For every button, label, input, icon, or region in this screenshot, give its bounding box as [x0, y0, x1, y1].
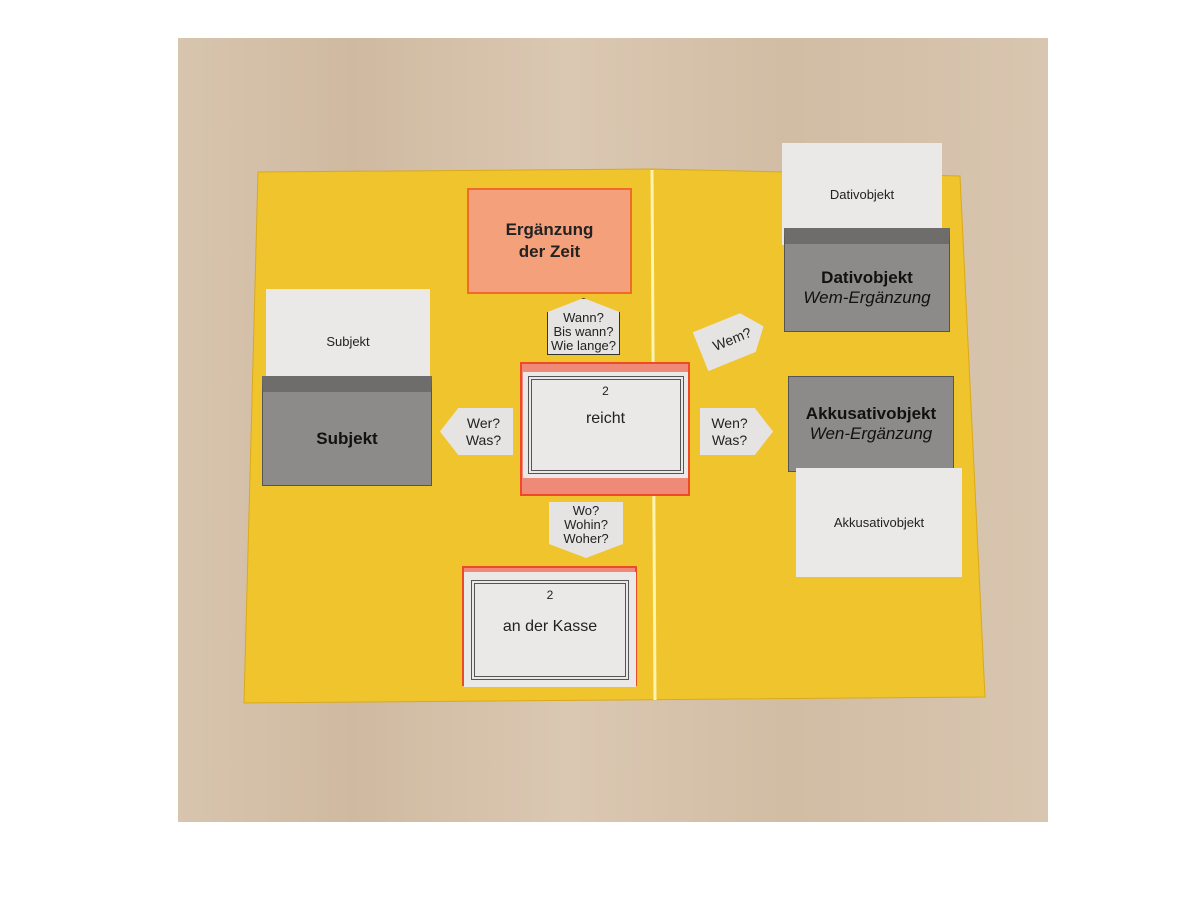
- question-text: Wen?: [711, 414, 748, 431]
- question-text: Wohin?: [564, 517, 608, 532]
- pocket-subtitle: Wem-Ergänzung: [803, 287, 931, 307]
- subject-card[interactable]: Subjekt: [266, 289, 430, 393]
- question-text: Was?: [465, 431, 502, 448]
- verb-word: reicht: [585, 410, 626, 427]
- object-question-tag[interactable]: Wen? Was?: [700, 408, 773, 455]
- verb-card-frame: 2 reicht: [527, 376, 684, 474]
- question-text: Was?: [711, 431, 748, 448]
- time-card-line1: Ergänzung: [505, 220, 594, 239]
- pocket-subtitle: Wen-Ergänzung: [809, 424, 933, 443]
- place-card[interactable]: 2 an der Kasse: [464, 572, 636, 687]
- question-text: Wem?: [710, 324, 754, 354]
- dative-pocket: Dativobjekt Wem-Ergänzung: [784, 228, 950, 332]
- verb-card[interactable]: 2 reicht: [523, 372, 688, 478]
- time-complement-card[interactable]: Ergänzung der Zeit: [467, 188, 632, 294]
- time-question-tag[interactable]: Wann? Bis wann? Wie lange?: [547, 298, 620, 355]
- card-label: Akkusativobjekt: [833, 515, 925, 530]
- card-label: Dativobjekt: [829, 186, 895, 202]
- place-question-tag[interactable]: Wo? Wohin? Woher?: [549, 502, 623, 558]
- question-text: Bis wann?: [553, 323, 614, 339]
- pocket-title: Akkusativobjekt: [805, 404, 937, 423]
- accusative-pocket: Akkusativobjekt Wen-Ergänzung: [788, 376, 954, 472]
- question-text: Woher?: [563, 531, 609, 546]
- card-label: Subjekt: [326, 333, 370, 349]
- place-word: an der Kasse: [502, 617, 598, 635]
- question-text: Wo?: [572, 503, 600, 518]
- subject-pocket: Subjekt: [262, 376, 432, 486]
- question-text: Wie lange?: [550, 337, 617, 353]
- accusative-card[interactable]: Akkusativobjekt: [796, 468, 962, 577]
- card-number: 2: [546, 587, 554, 602]
- pocket-title: Subjekt: [316, 428, 378, 448]
- pocket-title: Dativobjekt: [821, 267, 913, 287]
- question-text: Wann?: [563, 309, 604, 325]
- place-card-frame: 2 an der Kasse: [471, 579, 629, 680]
- time-card-line2: der Zeit: [518, 242, 581, 261]
- question-text: Wer?: [466, 414, 501, 431]
- card-number: 2: [602, 384, 609, 398]
